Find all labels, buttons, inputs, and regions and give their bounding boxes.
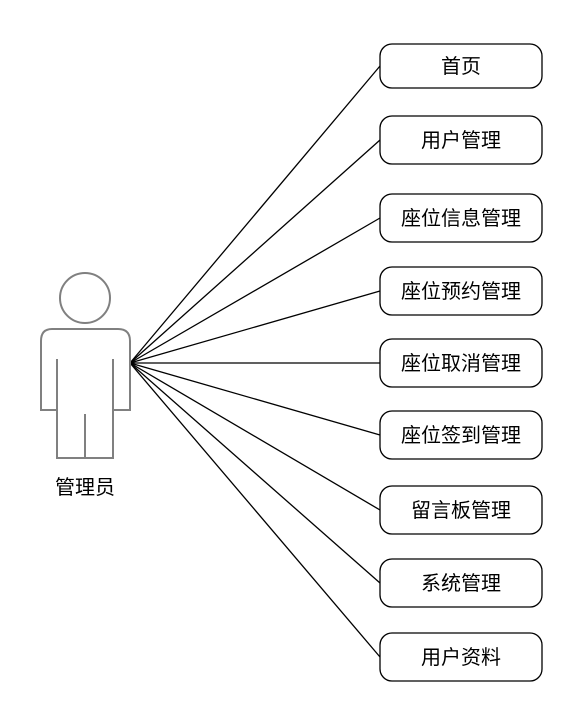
association-line xyxy=(129,217,381,364)
use-case-label: 用户管理 xyxy=(421,128,501,152)
association-lines xyxy=(129,65,381,658)
actor-body xyxy=(40,328,131,459)
use-case-label: 座位签到管理 xyxy=(401,423,521,447)
actor-head xyxy=(59,272,111,324)
use-case-box[interactable] xyxy=(379,558,543,608)
use-case-seat-info-management[interactable]: 座位信息管理 xyxy=(379,193,543,243)
use-case-box[interactable] xyxy=(379,266,543,316)
use-case-box[interactable] xyxy=(379,485,543,535)
use-case-label: 座位取消管理 xyxy=(401,351,521,375)
actor-figure: 管理员 xyxy=(40,272,131,499)
association-line xyxy=(129,65,381,364)
use-case-label: 系统管理 xyxy=(421,571,501,595)
use-case-user-profile[interactable]: 用户资料 xyxy=(379,632,543,682)
association-line xyxy=(129,362,381,584)
use-case-system-management[interactable]: 系统管理 xyxy=(379,558,543,608)
use-case-label: 座位预约管理 xyxy=(401,279,521,303)
association-line xyxy=(129,362,381,658)
use-case-message-board-management[interactable]: 留言板管理 xyxy=(379,485,543,535)
use-case-box[interactable] xyxy=(379,193,543,243)
association-line xyxy=(129,290,381,364)
association-line xyxy=(129,362,381,511)
use-case-home[interactable]: 首页 xyxy=(379,43,543,89)
association-line xyxy=(129,139,381,364)
use-case-box[interactable] xyxy=(379,338,543,388)
association-line xyxy=(129,362,381,436)
use-case-seat-checkin-management[interactable]: 座位签到管理 xyxy=(379,410,543,460)
use-case-label: 留言板管理 xyxy=(411,498,511,522)
use-case-box[interactable] xyxy=(379,410,543,460)
use-case-box[interactable] xyxy=(379,632,543,682)
use-case-box[interactable] xyxy=(379,115,543,165)
use-case-box[interactable] xyxy=(379,43,543,89)
use-case-seat-cancel-management[interactable]: 座位取消管理 xyxy=(379,338,543,388)
use-case-list: 首页 用户管理 座位信息管理 座位预约管理 座位取消管理 座位签到管理 留言板管… xyxy=(379,43,543,682)
use-case-seat-reservation-management[interactable]: 座位预约管理 xyxy=(379,266,543,316)
use-case-user-management[interactable]: 用户管理 xyxy=(379,115,543,165)
use-case-label: 用户资料 xyxy=(421,645,501,669)
use-case-label: 首页 xyxy=(441,54,481,78)
actor-name: 管理员 xyxy=(55,475,115,499)
use-case-label: 座位信息管理 xyxy=(401,206,521,230)
